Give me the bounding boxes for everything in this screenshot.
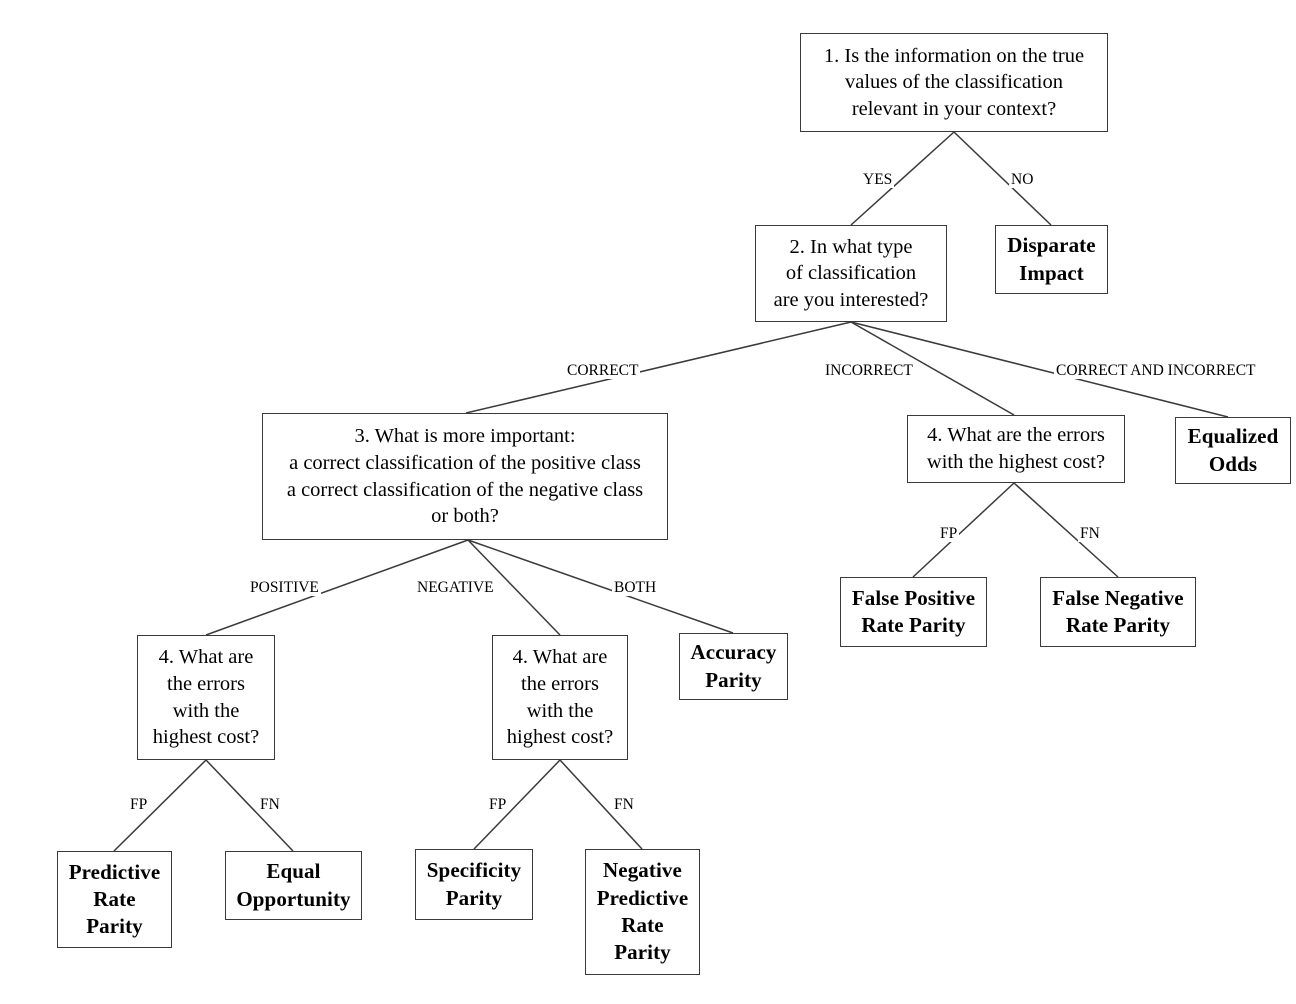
node-disparate_impact[interactable]: Disparate Impact — [995, 225, 1108, 294]
edge-label-fn-right: FN — [1078, 525, 1102, 542]
node-q4_left[interactable]: 4. What are the errors with the highest … — [137, 635, 275, 760]
node-predictive_rate_parity[interactable]: Predictive Rate Parity — [57, 851, 172, 948]
edge-label-correct-and-incorrect: CORRECT AND INCORRECT — [1054, 362, 1258, 379]
node-specificity_parity[interactable]: Specificity Parity — [415, 849, 533, 920]
node-equal_opportunity[interactable]: Equal Opportunity — [225, 851, 362, 920]
edge-label-no: NO — [1009, 171, 1036, 188]
node-q4_mid[interactable]: 4. What are the errors with the highest … — [492, 635, 628, 760]
edge-label-fp-left: FP — [128, 796, 150, 813]
edge-q4-right-to-fn-leaf — [1013, 482, 1119, 578]
edge-label-fp-mid: FP — [487, 796, 509, 813]
node-q2[interactable]: 2. In what type of classification are yo… — [755, 225, 947, 322]
edge-q2-to-q3 — [465, 321, 852, 414]
edge-label-fn-mid: FN — [612, 796, 636, 813]
edge-label-incorrect: INCORRECT — [823, 362, 915, 379]
edge-q1-to-disparate-impact — [953, 131, 1052, 226]
node-false_negative_rate_parity[interactable]: False Negative Rate Parity — [1040, 577, 1196, 647]
edge-label-positive: POSITIVE — [248, 579, 321, 596]
node-equalized_odds[interactable]: Equalized Odds — [1175, 417, 1291, 484]
node-false_positive_rate_parity[interactable]: False Positive Rate Parity — [840, 577, 987, 647]
node-accuracy_parity[interactable]: Accuracy Parity — [679, 633, 788, 700]
edge-label-both: BOTH — [612, 579, 659, 596]
edge-q3-to-accuracy-parity — [467, 539, 734, 634]
edge-label-correct: CORRECT — [565, 362, 641, 379]
edge-label-fp-right: FP — [938, 525, 960, 542]
node-q4_right[interactable]: 4. What are the errors with the highest … — [907, 415, 1125, 483]
node-negative_predictive_rate_parity[interactable]: Negative Predictive Rate Parity — [585, 849, 700, 975]
edge-label-negative: NEGATIVE — [415, 579, 496, 596]
node-q1[interactable]: 1. Is the information on the true values… — [800, 33, 1108, 132]
edge-label-yes: YES — [861, 171, 895, 188]
edge-q4-right-to-fp-leaf — [912, 482, 1015, 578]
node-q3[interactable]: 3. What is more important: a correct cla… — [262, 413, 668, 540]
edge-label-fn-left: FN — [258, 796, 282, 813]
